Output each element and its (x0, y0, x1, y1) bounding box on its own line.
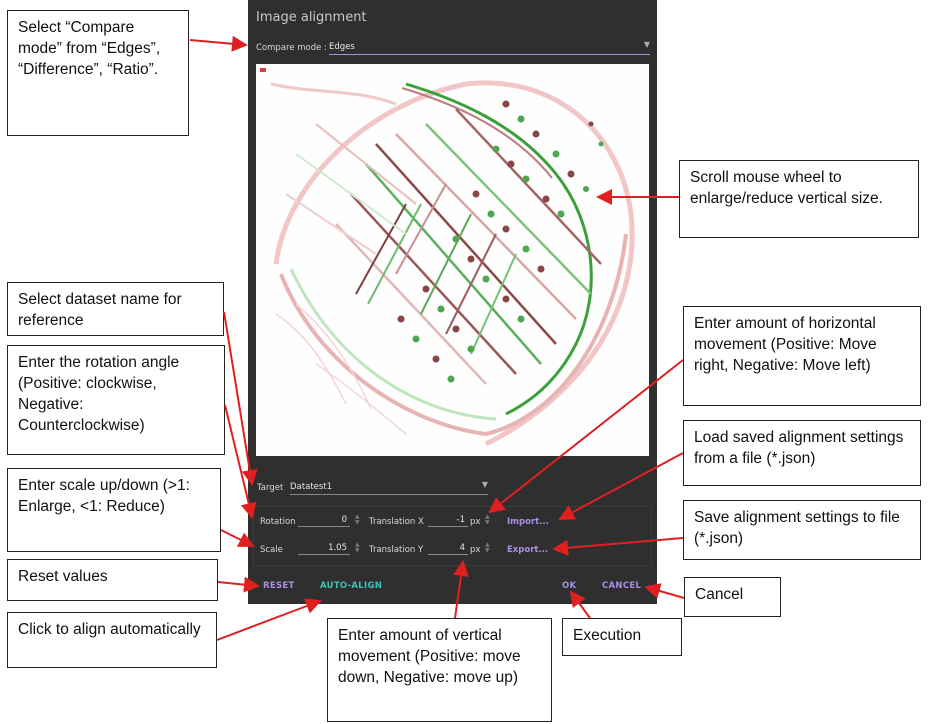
scale-input[interactable]: 1.05 (298, 543, 350, 555)
callout-scroll: Scroll mouse wheel to enlarge/reduce ver… (679, 160, 919, 238)
target-label: Target (257, 483, 284, 493)
dialog-title: Image alignment (256, 10, 367, 25)
callout-scale: Enter scale up/down (>1: Enlarge, <1: Re… (7, 468, 221, 552)
callout-rotation: Enter the rotation angle (Positive: cloc… (7, 345, 225, 455)
edge-overlay-image (256, 64, 649, 456)
callout-load: Load saved alignment settings from a fil… (683, 420, 921, 486)
image-alignment-dialog: Image alignment Compare mode : Edges ▼ (248, 0, 657, 604)
alignment-preview-image[interactable] (256, 64, 649, 456)
callout-cancel: Cancel (684, 577, 781, 617)
chevron-down-icon: ▼ (643, 40, 650, 49)
callout-reset: Reset values (7, 559, 218, 601)
translation-y-unit: px (470, 545, 481, 555)
rotation-label: Rotation (260, 517, 296, 527)
translation-y-stepper-icon[interactable]: ▲▼ (485, 541, 490, 554)
ok-button[interactable]: OK (562, 581, 577, 591)
translation-x-unit: px (470, 517, 481, 527)
arrow-compare-mode (189, 35, 248, 52)
translation-x-label: Translation X (369, 517, 424, 527)
callout-dataset: Select dataset name for reference (7, 282, 224, 336)
arrow-auto-align (216, 598, 322, 641)
translation-y-label: Translation Y (369, 545, 424, 555)
translation-x-stepper-icon[interactable]: ▲▼ (485, 513, 490, 526)
translation-y-input[interactable]: 4 (428, 543, 468, 555)
auto-align-button[interactable]: AUTO-ALIGN (320, 581, 383, 591)
callout-compare-mode: Select “Compare mode” from “Edges”, “Dif… (7, 10, 189, 136)
compare-mode-label: Compare mode : (256, 43, 327, 53)
rotation-stepper-icon[interactable]: ▲▼ (355, 513, 360, 526)
scale-stepper-icon[interactable]: ▲▼ (355, 541, 360, 554)
compare-mode-select[interactable]: Edges ▼ (329, 40, 650, 55)
callout-execution: Execution (562, 618, 682, 656)
compare-mode-value: Edges (329, 42, 355, 52)
callout-vertical: Enter amount of vertical movement (Posit… (327, 618, 552, 722)
rotation-input[interactable]: 0 (298, 515, 350, 527)
chevron-down-icon: ▼ (481, 480, 488, 489)
target-value: Datatest1 (290, 482, 333, 492)
reset-button[interactable]: RESET (263, 581, 295, 591)
callout-save: Save alignment settings to file (*.json) (683, 500, 921, 560)
scale-label: Scale (260, 545, 283, 555)
target-select[interactable]: Datatest1 ▼ (290, 480, 488, 495)
translation-x-input[interactable]: -1 (428, 515, 468, 527)
callout-auto-align: Click to align automatically (7, 612, 217, 668)
import-button[interactable]: Import... (507, 517, 549, 527)
export-button[interactable]: Export... (507, 545, 549, 555)
cancel-button[interactable]: CANCEL (602, 581, 642, 591)
callout-horizontal: Enter amount of horizontal movement (Pos… (683, 306, 921, 406)
